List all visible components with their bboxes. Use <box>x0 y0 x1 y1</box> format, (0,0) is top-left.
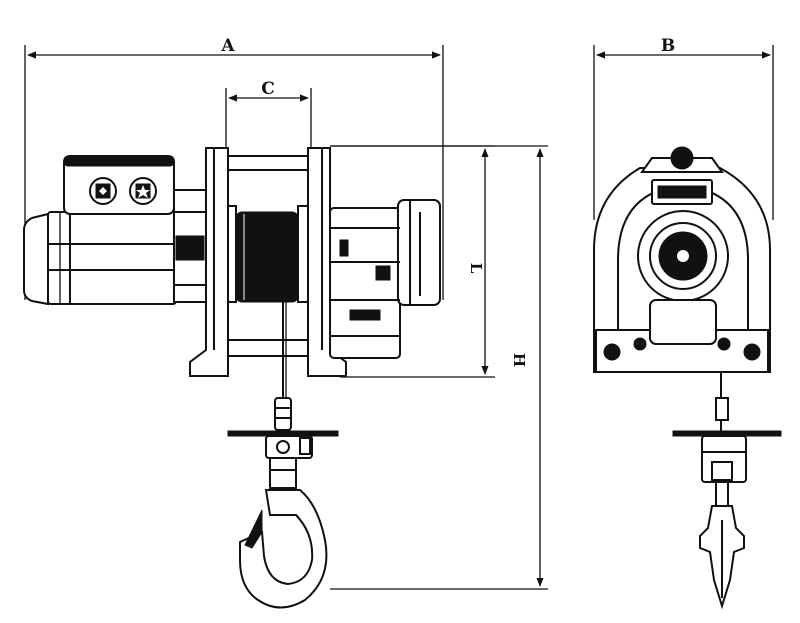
winch-front-view <box>23 147 441 431</box>
dimension-h-label: H <box>510 353 528 367</box>
dimension-b-label: B <box>661 36 675 56</box>
hook-front <box>227 430 339 609</box>
winch-side-view <box>593 146 771 432</box>
dimension-b: B <box>593 36 774 220</box>
hook-side <box>672 430 782 610</box>
dimension-h: H <box>330 145 548 590</box>
dimension-l-label: L <box>467 263 485 274</box>
dimension-c: C <box>225 79 312 150</box>
dimension-c-label: C <box>261 79 275 99</box>
dimension-a-label: A <box>220 36 235 56</box>
rope-drum <box>235 211 299 303</box>
